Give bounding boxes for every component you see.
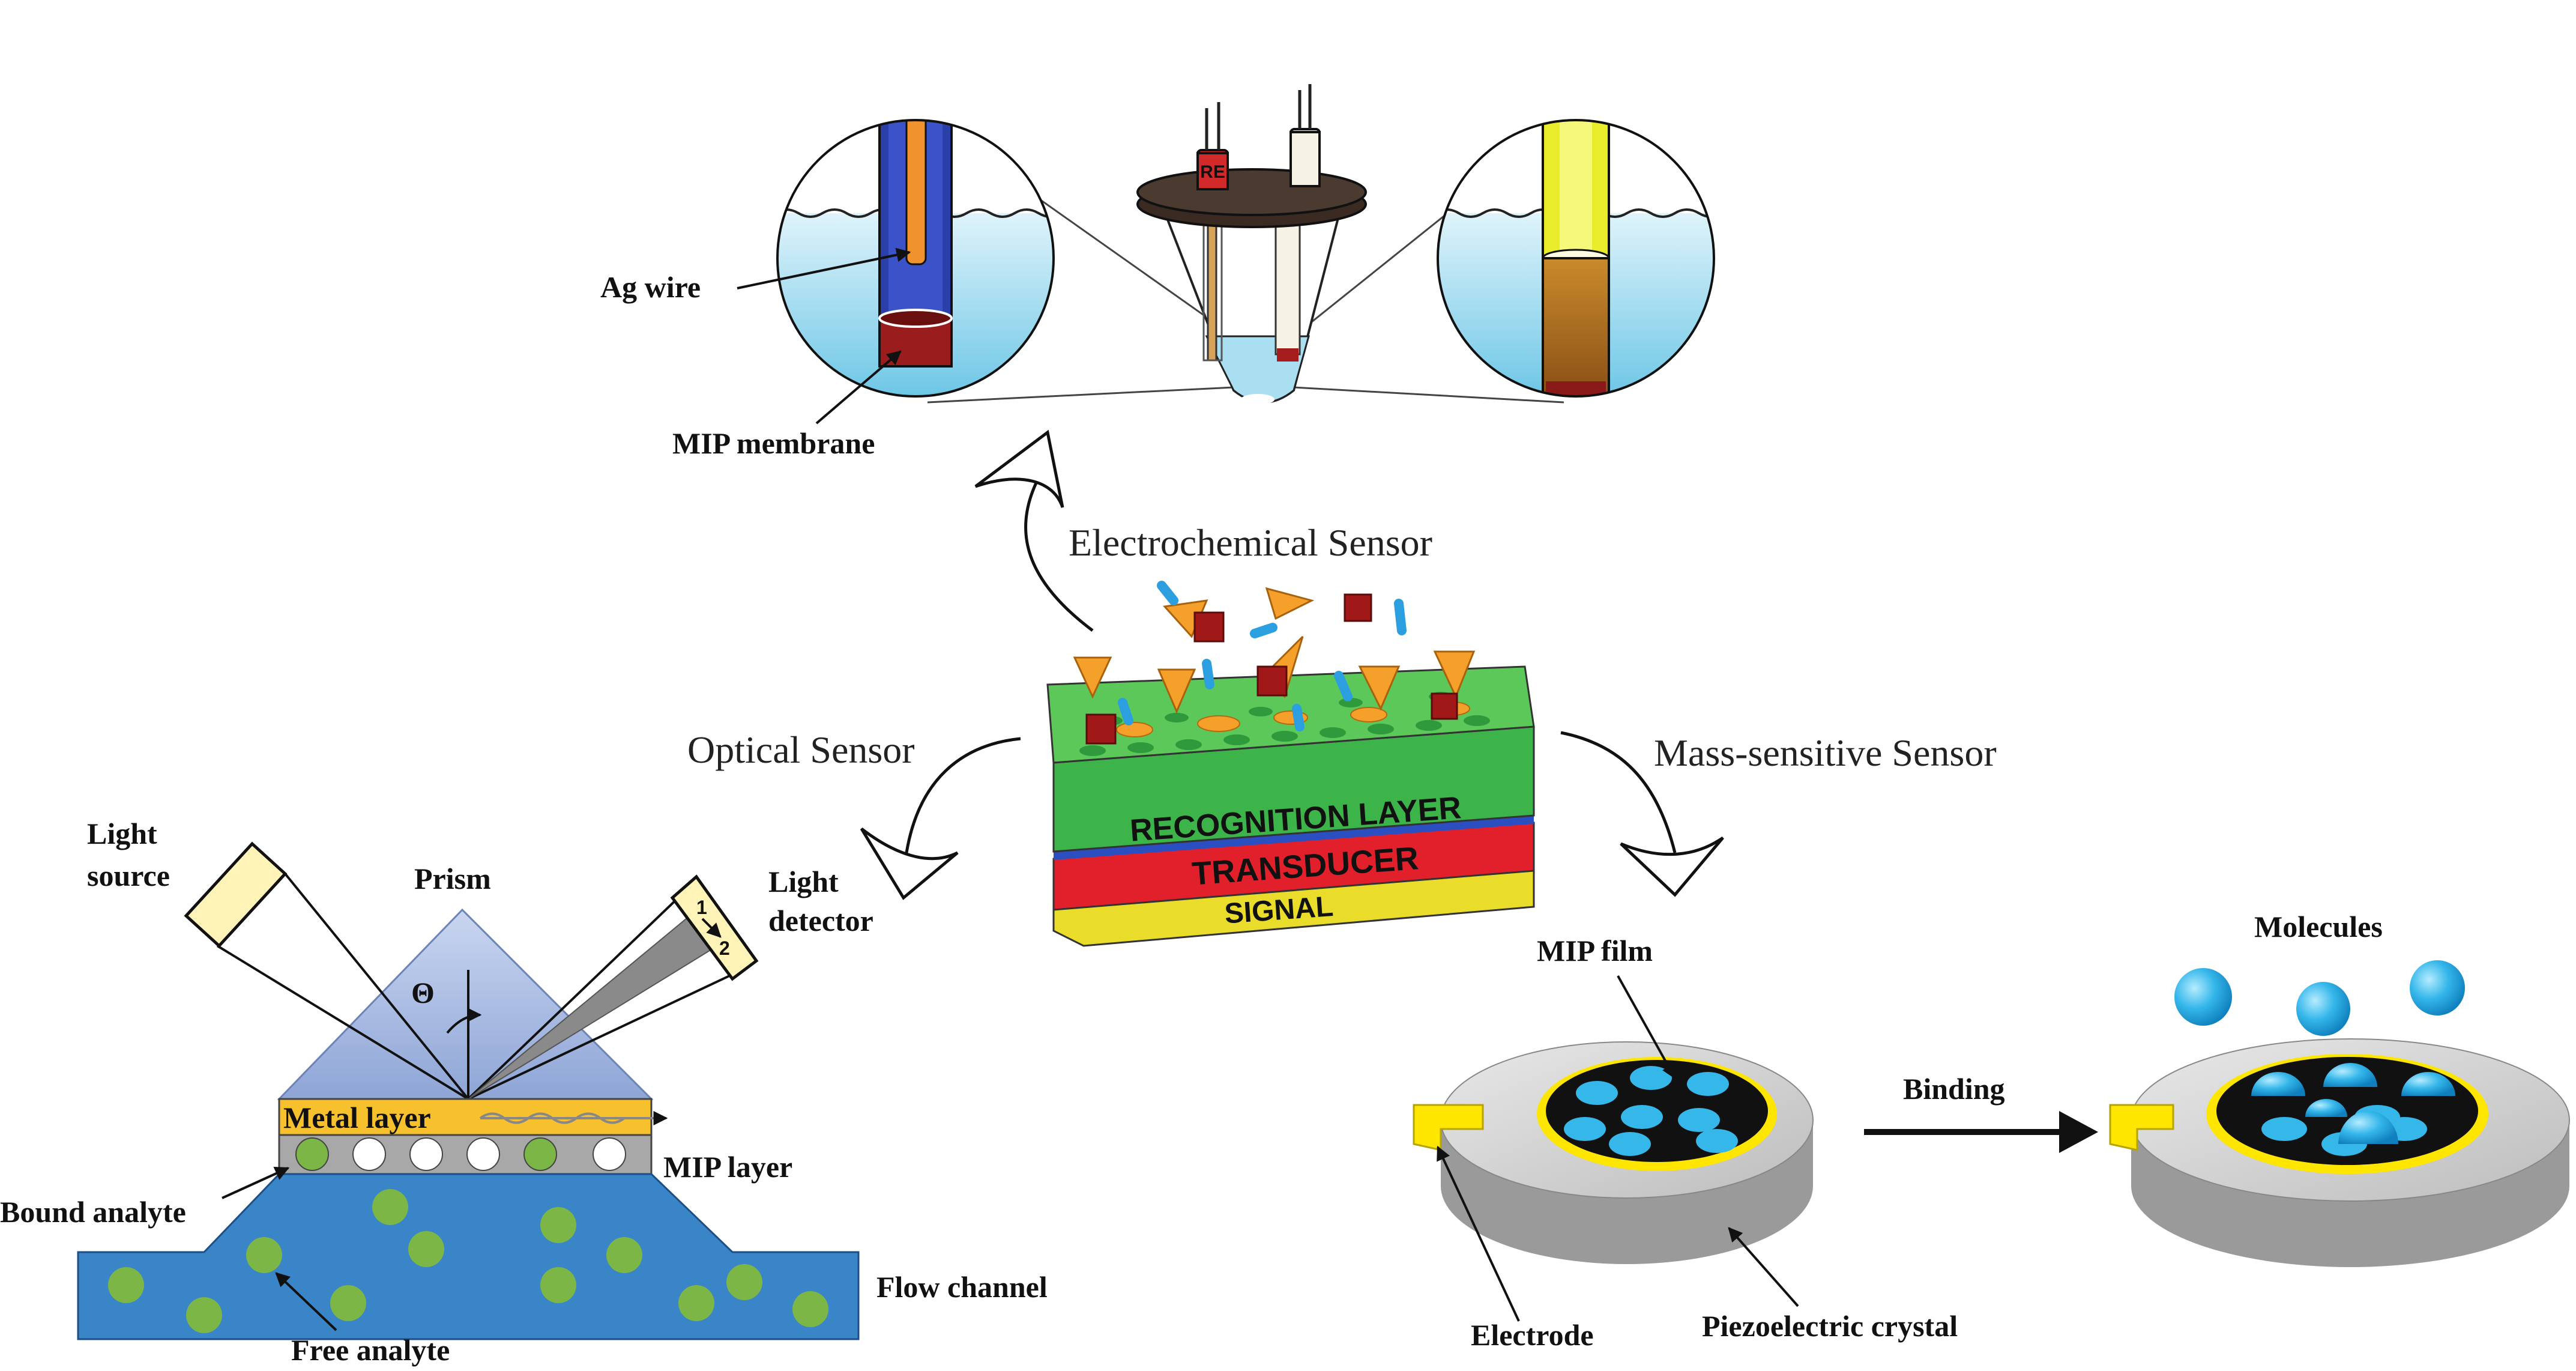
right-magnified-view (1437, 119, 1715, 398)
light-detector-label-2: detector (768, 904, 873, 937)
mip-film-label: MIP film (1537, 934, 1653, 967)
molecules-label: Molecules (2254, 910, 2383, 943)
arrow-to-electrochemical (1024, 461, 1094, 632)
mip-membrane-arrow (815, 350, 902, 425)
prism-label: Prism (414, 862, 491, 895)
flow-channel (77, 1173, 860, 1340)
mass-sensitive-sensor: Mass-sensitive Sensor MIP film Electrode (1413, 731, 2570, 1352)
mip-layer-label: MIP layer (663, 1150, 792, 1184)
sensor-layer-block: RECOGNITION LAYER TRANSDUCER SIGNAL (1046, 581, 1535, 947)
mip-membrane-label: MIP membrane (672, 426, 875, 460)
light-source-label-2: source (87, 859, 170, 892)
free-analytes (108, 1189, 828, 1333)
optical-sensor: Optical Sensor Prism Light source 1 2 Li… (0, 728, 1048, 1367)
piezo-label: Piezoelectric crystal (1702, 1309, 1958, 1343)
crystal-disk-bound (2109, 1038, 2570, 1267)
theta-symbol: Θ (411, 976, 435, 1009)
ag-wire-label: Ag wire (600, 270, 701, 304)
ag-wire-arrow (737, 247, 911, 289)
detector-mark-2: 2 (719, 937, 730, 959)
light-source-label-1: Light (87, 817, 157, 850)
left-magnified-view (776, 119, 1055, 398)
theta-arc (446, 1008, 482, 1034)
metal-layer-label: Metal layer (283, 1101, 431, 1134)
light-detector: 1 2 (467, 874, 759, 1100)
signal-label: SIGNAL (1223, 891, 1335, 930)
mass-caption: Mass-sensitive Sensor (1654, 731, 1997, 774)
electrochemical-sensor: RE RE Ag wire MIP membrane Electrochemic… (600, 84, 1715, 564)
free-analyte-label: Free analyte (291, 1333, 450, 1367)
optical-caption: Optical Sensor (687, 728, 915, 771)
re-tag-front: RE (1200, 162, 1225, 182)
arrow-to-electrochemical-head (974, 429, 1064, 508)
arrow-to-mass-head (1620, 836, 1724, 897)
detector-mark-1: 1 (696, 897, 707, 918)
metal-layer (278, 1098, 653, 1136)
light-source (184, 841, 469, 1100)
mip-layer (278, 1134, 653, 1175)
molecules (2174, 960, 2465, 1036)
electrochemical-caption: Electrochemical Sensor (1069, 521, 1432, 564)
arrow-to-optical-head (860, 828, 959, 900)
bound-analyte-label: Bound analyte (0, 1195, 186, 1229)
binding-label: Binding (1903, 1072, 2005, 1106)
curved-arrows (860, 429, 1724, 900)
arrow-to-optical (905, 737, 1021, 853)
flow-channel-label: Flow channel (876, 1270, 1048, 1304)
electrochemical-cell: RE RE (1136, 84, 1367, 405)
mip-cavities (295, 1137, 626, 1171)
light-detector-label-1: Light (768, 865, 839, 898)
arrow-to-mass (1560, 731, 1677, 853)
electrode-label: Electrode (1471, 1318, 1594, 1352)
crystal-disk-unbound (1413, 1041, 1814, 1264)
